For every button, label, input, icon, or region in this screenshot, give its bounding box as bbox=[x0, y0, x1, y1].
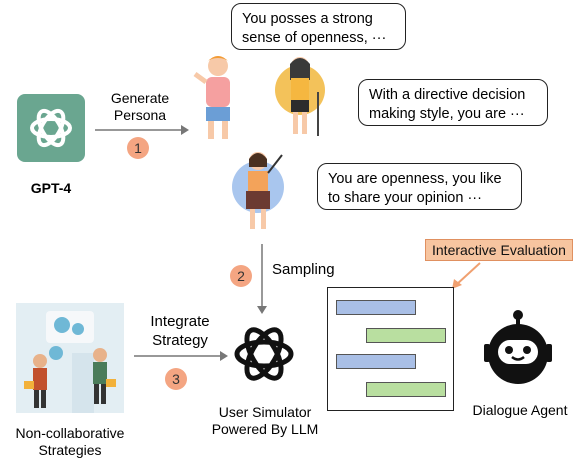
bubble-3-line-2: to share your opinion ··· bbox=[328, 190, 482, 206]
integrate-arrow bbox=[134, 351, 228, 361]
strategies-label-2: Strategies bbox=[38, 442, 102, 458]
evaluation-pointer-arrow bbox=[452, 262, 481, 289]
step-3-badge: 3 bbox=[165, 368, 187, 390]
persona-bubble-2: With a directive decision making style, … bbox=[358, 79, 548, 126]
generate-label-1: Generate bbox=[110, 90, 170, 106]
persona-bubble-1: You posses a strong sense of openness, ·… bbox=[231, 3, 406, 50]
gpt4-label: GPT-4 bbox=[30, 180, 72, 196]
dialogue-window bbox=[327, 287, 454, 411]
persona-figure-1 bbox=[193, 56, 230, 139]
bubble-1-line-2: sense of openness, ··· bbox=[242, 30, 387, 46]
dialogue-agent-label: Dialogue Agent bbox=[472, 402, 568, 418]
chat-bubble-user-1 bbox=[336, 300, 416, 315]
chat-bubble-agent-2 bbox=[366, 382, 446, 397]
step-1-badge: 1 bbox=[127, 137, 149, 159]
simulator-label-1: User Simulator bbox=[218, 404, 312, 420]
integrate-label-1: Integrate bbox=[150, 313, 210, 330]
persona-figure-3 bbox=[232, 152, 284, 229]
chat-bubble-agent-1 bbox=[366, 328, 446, 343]
openai-icon bbox=[30, 108, 72, 148]
bubble-1-line-1: You posses a strong bbox=[242, 11, 373, 27]
simulator-label-2: Powered By LLM bbox=[211, 421, 319, 437]
persona-figure-2 bbox=[275, 57, 325, 136]
sampling-label: Sampling bbox=[272, 261, 335, 278]
chat-bubble-user-2 bbox=[336, 354, 416, 369]
bubble-2-line-1: With a directive decision bbox=[369, 87, 526, 103]
bubble-2-line-2: making style, you are ··· bbox=[369, 106, 525, 122]
strategies-illustration bbox=[16, 303, 124, 413]
bubble-3-line-1: You are openness, you like bbox=[328, 171, 502, 187]
robot-icon bbox=[484, 310, 552, 384]
step-2-badge: 2 bbox=[230, 265, 252, 287]
sampling-arrow bbox=[257, 244, 267, 314]
strategies-label-1: Non-collaborative bbox=[15, 425, 125, 441]
gpt4-logo bbox=[17, 94, 85, 162]
generate-label-2: Persona bbox=[113, 107, 167, 123]
persona-bubble-3: You are openness, you like to share your… bbox=[317, 163, 522, 210]
interactive-evaluation-tag: Interactive Evaluation bbox=[425, 239, 573, 261]
generate-arrow bbox=[95, 125, 189, 135]
simulator-openai-icon bbox=[234, 327, 294, 381]
integrate-label-2: Strategy bbox=[152, 332, 208, 349]
